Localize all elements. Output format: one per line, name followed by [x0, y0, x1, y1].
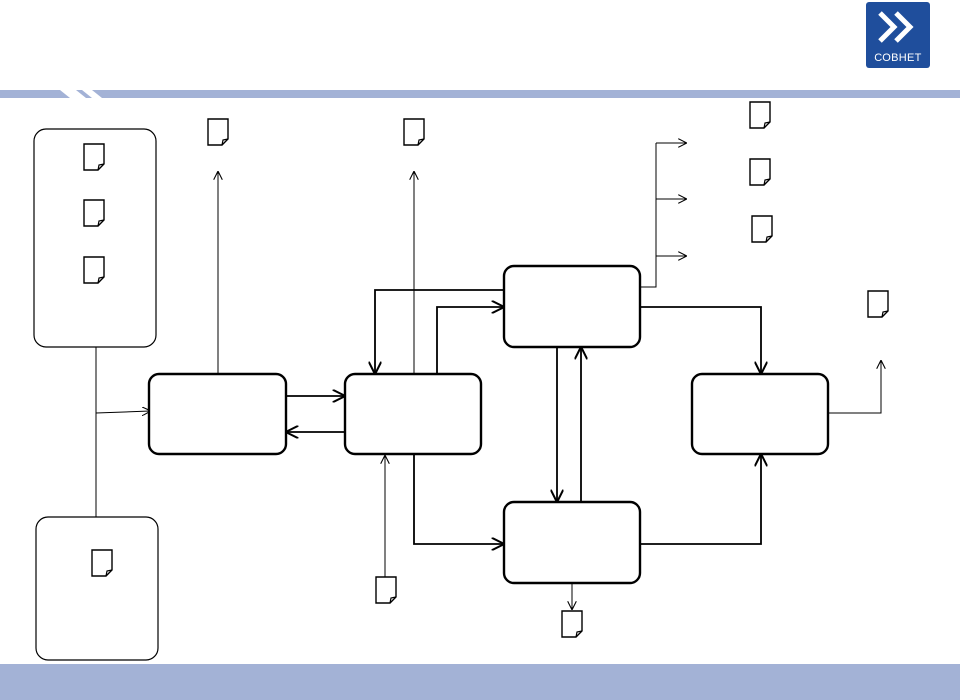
document-icon	[83, 199, 105, 227]
double-chevron-right-icon	[878, 11, 914, 43]
document-icon	[403, 118, 425, 146]
document-icon	[91, 549, 113, 577]
document-icon	[83, 143, 105, 171]
header-stripe	[0, 90, 960, 98]
box2-box3-arrows	[375, 289, 504, 375]
output-arrow-box5	[828, 361, 881, 414]
sovnet-logo: СОВНЕТ	[866, 2, 930, 68]
process-box-1	[147, 372, 288, 456]
document-icon	[375, 576, 397, 604]
box3-output-branch	[640, 143, 686, 288]
document-icon	[751, 215, 773, 243]
document-icon	[749, 158, 771, 186]
left-top-container	[33, 128, 157, 348]
logo-text: СОВНЕТ	[874, 52, 921, 64]
process-box-3	[502, 264, 642, 349]
document-icon	[749, 101, 771, 129]
to-box5-arrows	[640, 306, 761, 545]
connector-left-to-box1	[95, 347, 150, 517]
document-icon	[561, 610, 583, 638]
process-box-5	[690, 372, 830, 456]
process-box-4	[502, 500, 642, 585]
document-icon	[83, 256, 105, 284]
box1-box2-arrows	[286, 396, 345, 432]
footer-bar	[0, 664, 960, 700]
document-icon	[207, 118, 229, 146]
box3-box4-arrows	[557, 347, 581, 502]
left-bottom-container	[35, 516, 159, 661]
box2-box4-arrow	[413, 454, 503, 544]
process-box-2	[343, 372, 483, 456]
document-icon	[867, 290, 889, 318]
output-arrows-top	[218, 172, 414, 374]
